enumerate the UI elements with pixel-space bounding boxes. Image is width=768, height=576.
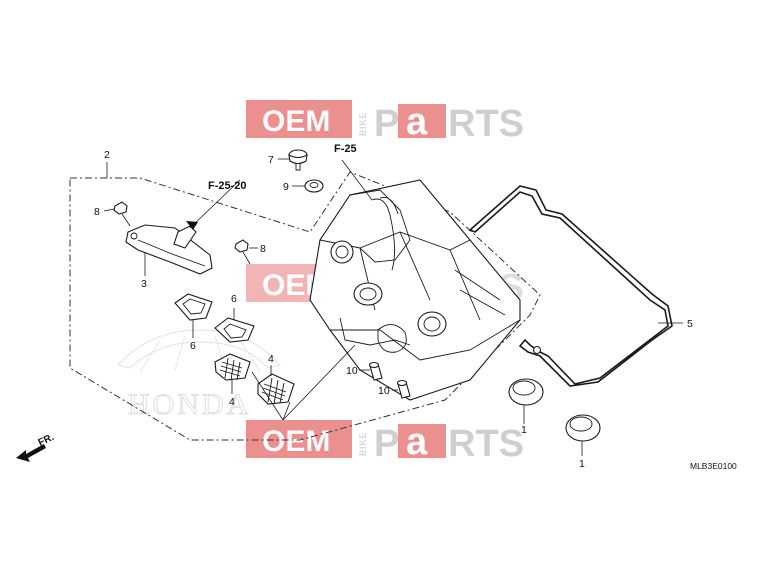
cylinder-head-cover[interactable] <box>309 179 521 401</box>
flange-bolt-upper[interactable] <box>113 201 131 227</box>
callout-1-lower: 1 <box>579 458 585 470</box>
oil-filler-port <box>330 240 354 264</box>
watermark-bike-text-bottom: BIKE <box>358 431 368 456</box>
watermark-oem-text: OEM <box>262 105 330 138</box>
watermark-parts-p: P <box>374 103 399 145</box>
callout-6-lower: 6 <box>190 340 196 352</box>
ref-label-f25: F-25 <box>334 143 357 155</box>
watermark-parts-p-bottom: P <box>374 423 399 465</box>
dowel-pin-lower[interactable] <box>396 379 411 399</box>
front-label: FR. <box>37 432 56 449</box>
watermark-a-box <box>398 104 446 138</box>
ref-label-f2520: F-25-20 <box>208 180 247 192</box>
ref-arrow-f2520 <box>186 221 198 230</box>
callout-2: 2 <box>104 149 110 161</box>
honda-wordmark: HONDA <box>128 388 251 421</box>
callout-4-lower: 4 <box>229 396 235 408</box>
callout-10-upper: 10 <box>346 365 358 377</box>
callout-1-upper: 1 <box>521 424 527 436</box>
watermark-parts-rts: RTS <box>448 103 524 145</box>
flange-bolt-lower[interactable] <box>234 239 251 265</box>
callout-9: 9 <box>283 181 289 193</box>
spark-plug-hole-left <box>353 282 383 306</box>
plug-hole-seal-lower[interactable] <box>565 414 601 442</box>
head-cover-gasket[interactable] <box>468 185 673 387</box>
callout-8-lower: 8 <box>260 243 266 255</box>
callout-5: 5 <box>687 318 693 330</box>
callout-10-lower: 10 <box>378 385 390 397</box>
plug-hole-seal-upper[interactable] <box>508 378 544 406</box>
dowel-pin-upper[interactable] <box>368 361 383 381</box>
breather-cover[interactable] <box>125 224 213 275</box>
callout-3: 3 <box>141 278 147 290</box>
callout-8-upper: 8 <box>94 206 100 218</box>
watermark-oem-text-bottom: OEM <box>262 425 330 458</box>
watermark-bike-text: BIKE <box>358 111 368 136</box>
gasket-tab <box>532 345 542 355</box>
watermark-a-box-bottom <box>398 424 446 458</box>
cap-nut[interactable] <box>288 149 308 171</box>
assembly-outline-2 <box>69 171 541 441</box>
leader-lines <box>103 158 683 456</box>
front-arrow-icon <box>16 444 46 462</box>
callout-6-upper: 6 <box>231 293 237 305</box>
watermark-oem-box <box>246 100 352 138</box>
watermark-parts-rts-bottom: RTS <box>448 423 524 465</box>
callout-7: 7 <box>268 154 274 166</box>
watermark-parts-a: a <box>406 101 428 143</box>
cover-grommet[interactable] <box>304 179 324 193</box>
watermark-parts-a-bottom: a <box>406 421 428 463</box>
watermark-bottom: OEM BIKE P a RTS <box>246 420 524 465</box>
spark-plug-hole-right <box>417 311 447 337</box>
breather-gasket-lower[interactable] <box>214 317 255 343</box>
breather-plate-upper[interactable] <box>214 353 251 381</box>
watermark-oem-box-bottom <box>246 420 352 458</box>
watermark-top: OEM BIKE P a RTS <box>246 100 524 145</box>
breather-plate-lower[interactable] <box>257 373 295 405</box>
callout-4-upper: 4 <box>268 353 274 365</box>
drawing-code: MLB3E0100 <box>690 461 737 471</box>
honda-watermark: HONDA <box>117 329 281 422</box>
breather-gasket-upper[interactable] <box>174 293 213 321</box>
front-direction-indicator: FR. <box>16 432 56 462</box>
